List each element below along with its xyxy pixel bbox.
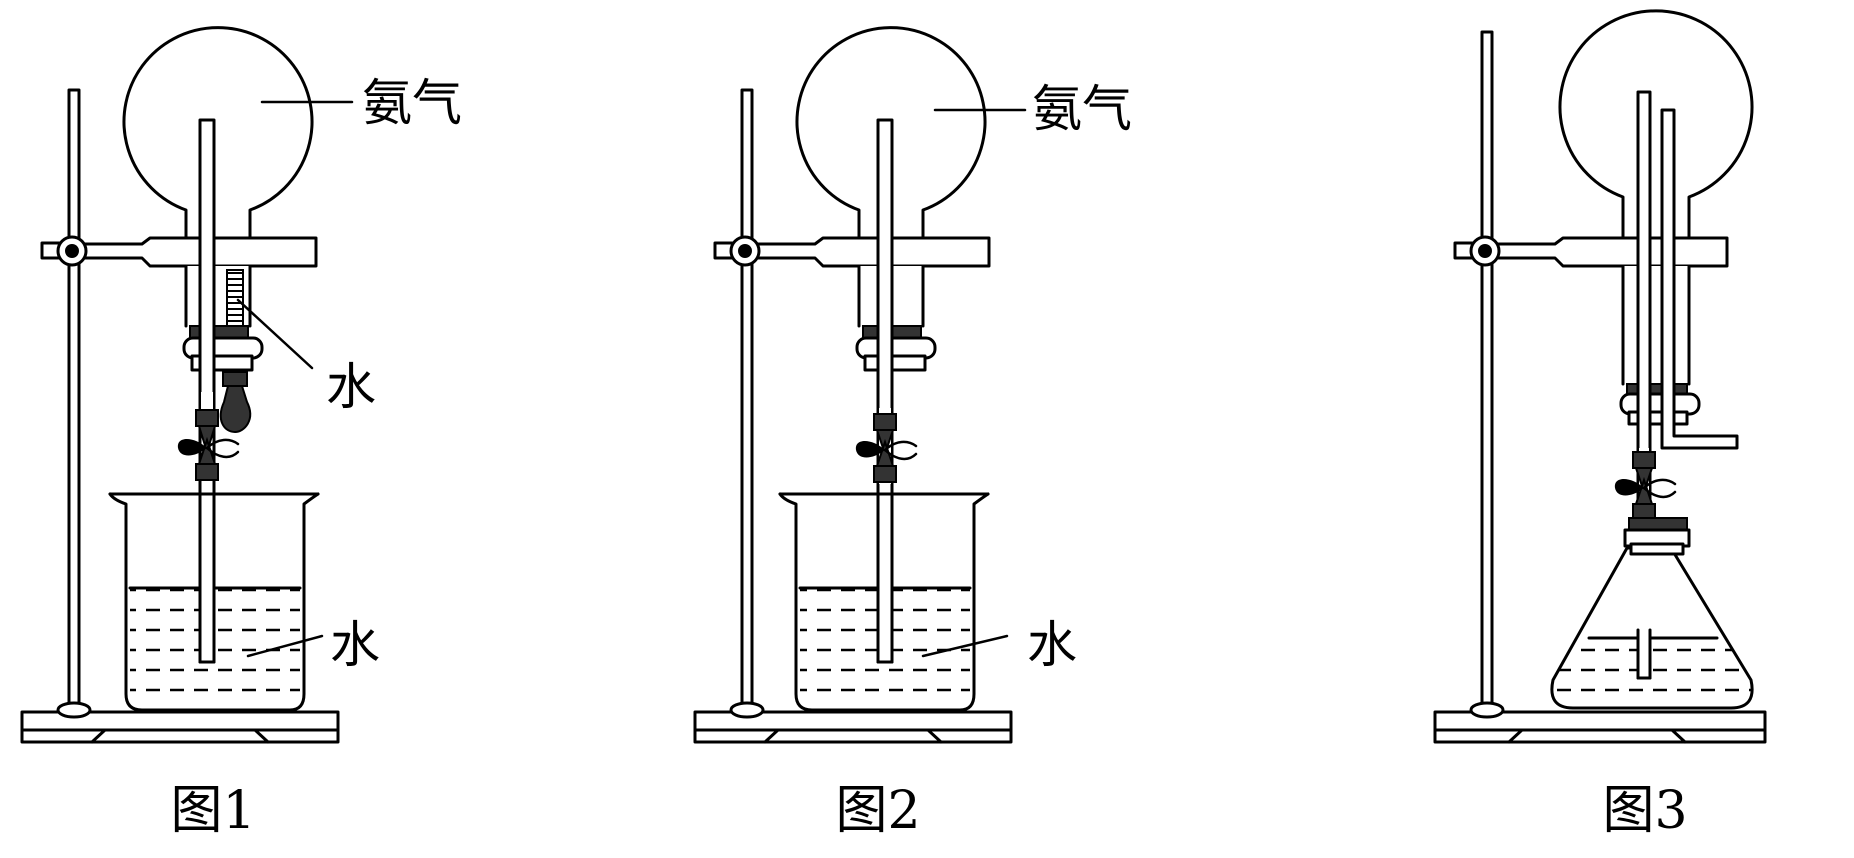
flask xyxy=(1558,9,1754,302)
pinch-clamp xyxy=(177,409,240,481)
glass-tube-side xyxy=(1660,108,1739,450)
stopper xyxy=(182,325,264,372)
caption-fig3: 图3 xyxy=(1602,781,1687,841)
label-ammonia: 氨气 xyxy=(1032,80,1132,138)
flask xyxy=(122,26,314,302)
stand-rod xyxy=(56,88,92,719)
clamp xyxy=(1453,235,1729,268)
clamp xyxy=(40,235,318,268)
stand-rod xyxy=(1469,30,1505,719)
label-water-beaker: 水 xyxy=(1027,616,1077,674)
callouts xyxy=(236,100,354,658)
label-water-dropper: 水 xyxy=(326,358,376,416)
stand-base xyxy=(1433,710,1767,744)
label-ammonia: 氨气 xyxy=(362,74,462,132)
caption-fig2: 图2 xyxy=(835,781,920,841)
stand-rod xyxy=(729,88,765,719)
conical-flask xyxy=(1550,546,1754,710)
clamp xyxy=(713,235,991,268)
stand-base xyxy=(693,710,1013,744)
callouts xyxy=(921,108,1027,658)
pinch-clamp xyxy=(855,413,918,483)
stopper-lower xyxy=(1623,517,1691,556)
figure-2: 氨气 水 图2 xyxy=(693,26,1132,841)
beaker xyxy=(108,492,320,712)
dropper-bulb xyxy=(219,269,252,434)
stand-base xyxy=(20,710,340,744)
stopper xyxy=(855,325,937,372)
pinch-clamp xyxy=(1614,451,1677,521)
beaker xyxy=(778,492,990,712)
label-water-beaker: 水 xyxy=(330,616,380,674)
caption-fig1: 图1 xyxy=(170,781,255,841)
figure-1: 氨气 水 水 图1 xyxy=(20,26,462,841)
stopper-upper xyxy=(1619,383,1701,426)
neck-cover xyxy=(1621,264,1691,386)
figure-3: 图3 xyxy=(1433,9,1767,841)
